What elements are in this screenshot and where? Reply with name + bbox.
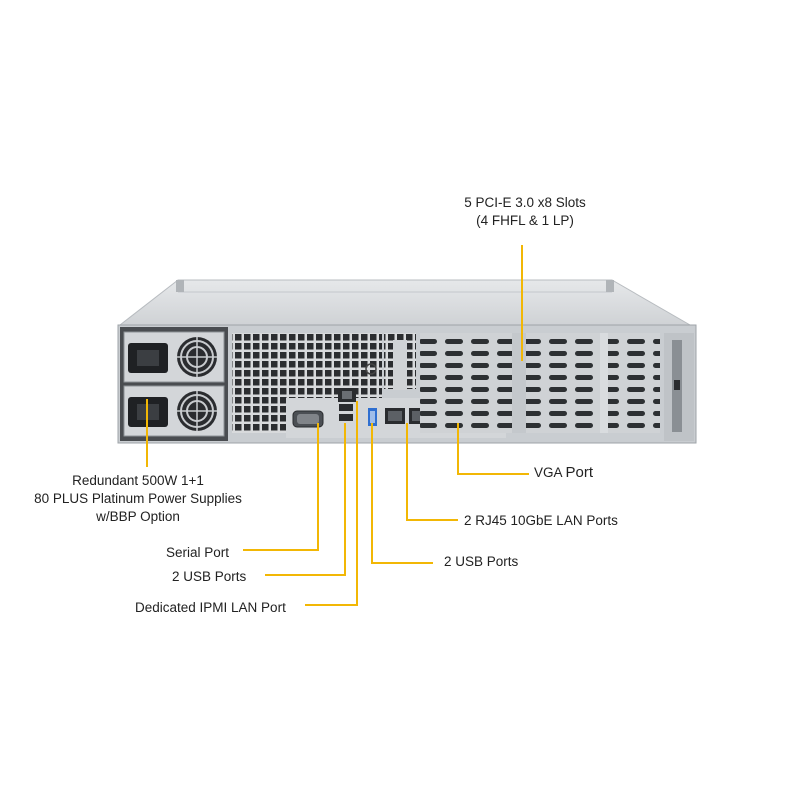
power-supply-label: Redundant 500W 1+1 80 PLUS Platinum Powe… xyxy=(8,472,268,526)
vga-port-label: VGA Port xyxy=(534,464,593,482)
ipmi-lan-port xyxy=(338,388,356,402)
serial-port xyxy=(292,410,324,428)
psu-line-1: Redundant 500W 1+1 xyxy=(72,473,204,488)
callout-line-usb-right xyxy=(371,423,433,564)
callout-line-serial xyxy=(243,423,319,551)
pcie-slots-line-1: 5 PCI-E 3.0 x8 Slots xyxy=(464,195,586,210)
power-supply-1 xyxy=(123,331,225,383)
ipmi-lan-port-label: Dedicated IPMI LAN Port xyxy=(135,600,286,615)
vga-label-word: VGA xyxy=(534,465,562,480)
psu-line-3: w/BBP Option xyxy=(96,509,180,524)
usb-ports-left-label: 2 USB Ports xyxy=(172,569,247,584)
rj45-ports-label: 2 RJ45 10GbE LAN Ports xyxy=(464,513,618,528)
serial-port-label: Serial Port xyxy=(166,545,230,560)
pcie-slot-area xyxy=(420,333,660,433)
psu-line-2: 80 PLUS Platinum Power Supplies xyxy=(34,491,242,506)
pcie-slots-label: 5 PCI-E 3.0 x8 Slots (4 FHFL & 1 LP) xyxy=(440,194,610,230)
usb-ports-right xyxy=(368,408,377,426)
chassis-rear-face xyxy=(117,324,697,444)
callout-line-ipmi xyxy=(305,401,358,606)
callout-line-vga xyxy=(457,423,529,475)
callout-line-usb-left xyxy=(265,423,346,576)
callout-line-rj45 xyxy=(406,423,458,521)
power-supply-2 xyxy=(123,385,225,437)
pcie-slots-line-2: (4 FHFL & 1 LP) xyxy=(476,213,574,228)
usb-ports-left xyxy=(339,404,353,421)
usb-ports-right-label: 2 USB Ports xyxy=(444,554,519,569)
vga-label-port: Port xyxy=(565,464,594,481)
chassis-top xyxy=(118,279,692,326)
